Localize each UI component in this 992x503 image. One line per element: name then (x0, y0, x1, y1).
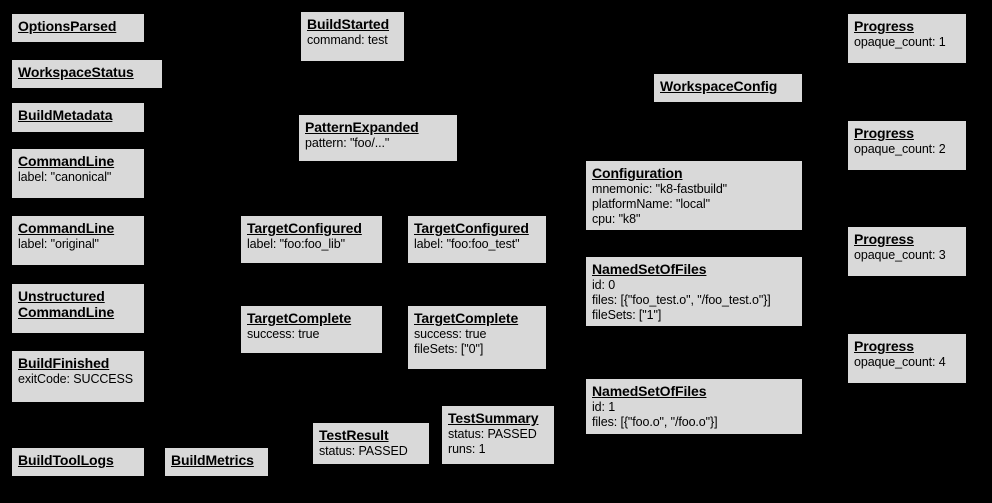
event-node-properties: label: "original" (18, 237, 99, 251)
event-node-unstructured-command-line[interactable]: Unstructured CommandLine (11, 283, 145, 334)
event-node-title: OptionsParsed (18, 18, 117, 34)
event-node-title: Configuration (592, 165, 683, 181)
event-node-build-tool-logs[interactable]: BuildToolLogs (11, 447, 145, 477)
event-node-properties: opaque_count: 2 (854, 142, 946, 156)
event-node-title: TargetConfigured (414, 220, 529, 236)
event-node-title: TestSummary (448, 410, 539, 426)
event-node-properties: pattern: "foo/..." (305, 136, 390, 150)
event-node-title: NamedSetOfFiles (592, 261, 707, 277)
event-node-title: CommandLine (18, 153, 115, 169)
event-node-title: Progress (854, 125, 914, 141)
event-node-properties: exitCode: SUCCESS (18, 372, 134, 386)
event-node-properties: opaque_count: 1 (854, 35, 946, 49)
event-node-title: BuildFinished (18, 355, 110, 371)
event-node-build-metadata[interactable]: BuildMetadata (11, 102, 145, 133)
event-node-properties: label: "foo:foo_lib" (247, 237, 345, 251)
event-node-title: Progress (854, 18, 914, 34)
event-node-title: BuildStarted (307, 16, 390, 32)
event-node-title: CommandLine (18, 220, 115, 236)
event-node-title: TestResult (319, 427, 389, 443)
event-node-properties: opaque_count: 4 (854, 355, 946, 369)
event-node-properties: status: PASSED (319, 444, 408, 458)
event-node-title: Progress (854, 231, 914, 247)
event-node-properties: mnemonic: "k8-fastbuild" platformName: "… (592, 182, 728, 226)
event-node-title: TargetConfigured (247, 220, 362, 236)
event-node-title: WorkspaceStatus (18, 64, 134, 80)
event-node-properties: id: 0 files: [{"foo_test.o", "/foo_test.… (592, 278, 771, 322)
event-node-properties: success: true fileSets: ["0"] (414, 327, 487, 356)
event-node-properties: label: "foo:foo_test" (414, 237, 520, 251)
event-node-title: BuildMetrics (171, 452, 254, 468)
event-node-properties: opaque_count: 3 (854, 248, 946, 262)
event-node-properties: status: PASSED runs: 1 (448, 427, 537, 456)
event-node-title: WorkspaceConfig (660, 78, 778, 94)
event-node-title: TargetComplete (247, 310, 352, 326)
event-node-options-parsed[interactable]: OptionsParsed (11, 13, 145, 43)
event-node-title: BuildToolLogs (18, 452, 114, 468)
event-node-title: Unstructured CommandLine (18, 288, 115, 320)
event-node-properties: id: 1 files: [{"foo.o", "/foo.o"}] (592, 400, 718, 429)
event-node-title: PatternExpanded (305, 119, 419, 135)
event-node-title: TargetComplete (414, 310, 519, 326)
event-node-workspace-status[interactable]: WorkspaceStatus (11, 59, 163, 89)
event-node-title: BuildMetadata (18, 107, 113, 123)
event-node-workspace-config[interactable]: WorkspaceConfig (653, 73, 803, 103)
event-node-build-metrics[interactable]: BuildMetrics (164, 447, 269, 477)
event-node-properties: success: true (247, 327, 320, 341)
event-node-title: NamedSetOfFiles (592, 383, 707, 399)
event-node-properties: command: test (307, 33, 388, 47)
event-node-properties: label: "canonical" (18, 170, 112, 184)
event-node-title: Progress (854, 338, 914, 354)
